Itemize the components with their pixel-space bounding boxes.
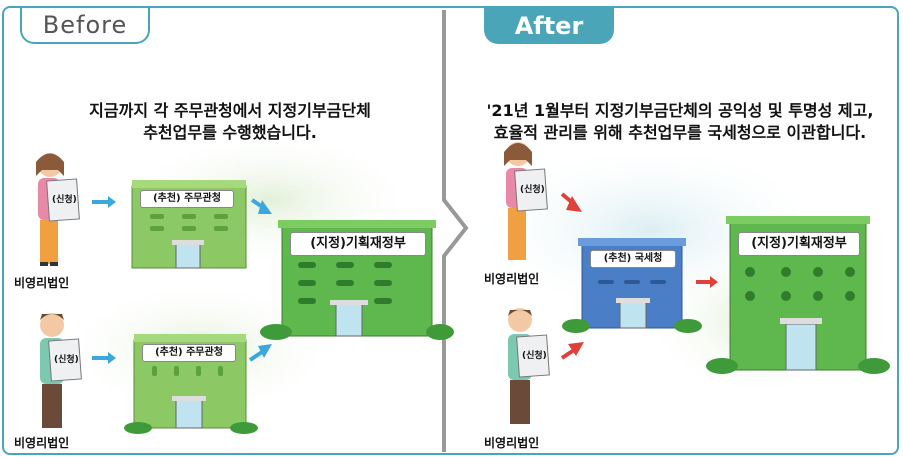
person-label-1: 비영리법인	[14, 276, 70, 290]
after-headline-line1: '21년 1월부터 지정기부금단체의 공익성 및 투명성 제고,	[486, 101, 874, 120]
tab-before: Before	[20, 8, 150, 44]
person-applicant-1	[36, 153, 80, 266]
before-headline: 지금까지 각 주무관청에서 지정기부금단체 추천업무를 수행했습니다.	[20, 100, 440, 144]
after-headline-line2: 효율적 관리를 위해 추천업무를 국세청으로 이관합니다.	[493, 123, 867, 142]
arrow-red	[560, 348, 576, 360]
person-applicant-2	[40, 313, 82, 428]
tab-after: After	[484, 8, 614, 44]
person-sign-2-after: (신청)	[522, 351, 547, 361]
person-applicant-1-after	[504, 142, 548, 260]
person-label-2-after: 비영리법인	[484, 436, 540, 450]
person-label-2: 비영리법인	[14, 436, 70, 450]
person-sign-1: (신청)	[52, 195, 77, 205]
moef-sign-before: (지정)기획재정부	[290, 232, 426, 256]
person-sign-2: (신청)	[54, 355, 79, 365]
ministry-sign-top: (추천) 주무관청	[140, 190, 234, 208]
person-label-1-after: 비영리법인	[484, 272, 540, 286]
divider-line	[442, 10, 469, 452]
ministry-sign-bottom: (추천) 주무관청	[142, 344, 236, 362]
moef-sign-after: (지정)기획재정부	[738, 232, 860, 256]
person-applicant-2-after	[508, 308, 550, 424]
arrow-blue	[248, 350, 264, 362]
after-headline: '21년 1월부터 지정기부금단체의 공익성 및 투명성 제고, 효율적 관리를…	[470, 100, 890, 144]
before-headline-line1: 지금까지 각 주무관청에서 지정기부금단체	[89, 101, 371, 120]
nts-sign: (추천) 국세청	[590, 250, 676, 268]
person-sign-1-after: (신청)	[520, 185, 545, 195]
before-headline-line2: 추천업무를 수행했습니다.	[143, 123, 317, 142]
